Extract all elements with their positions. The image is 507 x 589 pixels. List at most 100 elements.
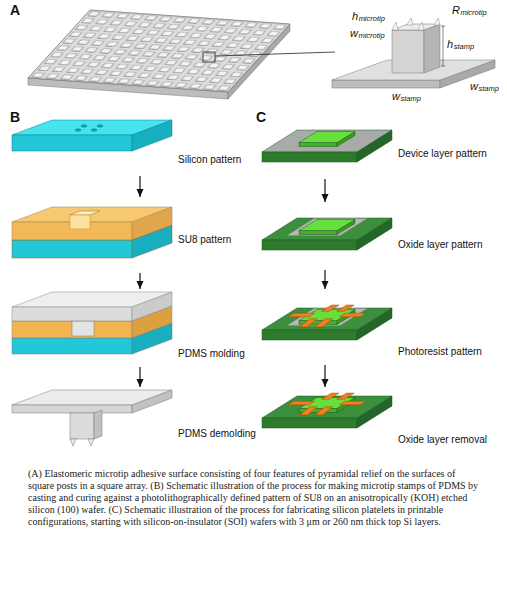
step-label: SU8 pattern <box>178 234 260 246</box>
dimension-subscript: stamp <box>400 95 420 103</box>
post-array-part <box>28 10 290 92</box>
dimension-subscript: microtip <box>358 32 384 40</box>
soi-released-part-part <box>322 393 339 399</box>
panel-letter: A <box>10 3 20 18</box>
su8-on-silicon-part <box>12 240 132 258</box>
soi-released-part-part <box>300 407 317 415</box>
figure-caption: (A) Elastomeric microtip adhesive surfac… <box>28 468 483 528</box>
soi-device-layer <box>262 130 392 162</box>
process-arrow <box>324 270 325 289</box>
process-step: PDMS molding <box>8 292 260 364</box>
step-label: PDMS molding <box>178 348 260 360</box>
soi-oxide-layer <box>262 218 392 250</box>
pdms-molding-part <box>12 338 132 354</box>
single-stamp-part <box>407 18 413 25</box>
dimension-symbol: w <box>392 90 400 102</box>
soi-released-part <box>262 418 357 428</box>
pdms-stamp-part <box>12 405 132 413</box>
silicon-wafer-part <box>91 129 97 131</box>
soi-device-layer-part <box>299 132 355 143</box>
single-stamp-part <box>392 24 440 30</box>
soi-photoresist-part-part <box>339 313 366 317</box>
process-arrow <box>324 365 325 387</box>
soi-oxide-layer-part <box>299 231 337 235</box>
soi-photoresist-part-part <box>315 319 332 327</box>
silicon-wafer-part <box>97 125 103 127</box>
process-step: Oxide layer pattern <box>258 205 503 267</box>
dimension-line-part <box>441 66 445 67</box>
step-label: Silicon pattern <box>178 154 260 166</box>
pdms-stamp-part <box>132 390 172 413</box>
soi-photoresist-part-part <box>300 319 317 327</box>
dimension-symbol: h <box>447 38 453 50</box>
soi-device-layer-part <box>262 152 357 162</box>
process-arrow <box>139 367 140 387</box>
dimension-symbol: w <box>470 80 478 92</box>
soi-oxide-layer-part <box>262 240 357 250</box>
process-step: Oxide layer removal <box>258 390 503 452</box>
soi-photoresist-part <box>357 308 392 340</box>
soi-device-layer-part <box>299 143 337 147</box>
zoom-marker-part <box>215 52 335 56</box>
su8-on-silicon-part <box>70 211 100 215</box>
single-stamp-part <box>392 22 398 30</box>
single-stamp <box>332 18 495 88</box>
soi-released <box>262 393 392 428</box>
dimension-subscript: stamp <box>454 43 474 51</box>
process-step: Device layer pattern <box>258 118 503 176</box>
process-step: SU8 pattern <box>8 200 260 270</box>
dimension-subscript: microtip <box>460 9 486 17</box>
pdms-stamp-part <box>70 413 94 439</box>
soi-oxide-layer-part <box>287 219 367 236</box>
soi-photoresist-part <box>288 305 366 327</box>
single-stamp-part <box>424 24 440 73</box>
step-label: Oxide layer pattern <box>398 239 503 251</box>
soi-oxide-layer-part <box>357 218 392 250</box>
process-arrow <box>139 273 140 289</box>
soi-oxide-layer-part <box>299 220 355 231</box>
zoom-marker <box>203 52 335 62</box>
pdms-stamp-part <box>70 439 76 446</box>
soi-device-layer-part <box>357 130 392 162</box>
pdms-molding <box>12 292 172 354</box>
pdms-molding-part <box>12 292 172 321</box>
single-stamp-part <box>392 30 424 73</box>
pdms-stamp-part <box>88 439 94 446</box>
soi-photoresist-part-part <box>337 305 354 311</box>
single-stamp-part <box>332 80 440 88</box>
panel-letter: B <box>10 110 20 125</box>
soi-released-part-part <box>337 393 354 399</box>
pdms-molding-part-part <box>12 307 132 321</box>
process-arrow <box>139 176 140 197</box>
process-step: PDMS demolding <box>8 390 260 452</box>
step-label: Photoresist pattern <box>398 346 503 358</box>
dimension-subscript: microtip <box>359 15 385 23</box>
pdms-molding-part <box>72 321 94 336</box>
soi-photoresist-part <box>262 330 357 340</box>
panel-letter: C <box>256 110 266 125</box>
su8-on-silicon-part <box>12 207 172 240</box>
zoom-marker-part <box>203 52 215 62</box>
silicon-wafer-part <box>81 125 87 127</box>
step-label: Device layer pattern <box>398 148 503 160</box>
pdms-stamp-part <box>94 410 102 439</box>
soi-released-part <box>288 393 366 415</box>
silicon-wafer-part <box>75 129 81 131</box>
pdms-molding-part-part <box>132 292 172 321</box>
step-label: Oxide layer removal <box>398 434 503 446</box>
silicon-wafer-part <box>132 120 172 151</box>
soi-released-part-part <box>315 407 332 415</box>
soi-photoresist-part-part <box>288 313 315 317</box>
dimension-symbol: w <box>350 27 358 39</box>
dimension-subscript: stamp <box>478 85 498 93</box>
step-label: PDMS demolding <box>178 428 260 440</box>
pdms-molding-part <box>12 321 132 338</box>
su8-on-silicon-part-part <box>132 207 172 240</box>
single-stamp-part <box>418 22 424 30</box>
soi-released-part-part <box>339 401 366 405</box>
silicon-wafer-part <box>12 135 132 151</box>
soi-photoresist <box>262 305 392 340</box>
soi-released-part <box>357 396 392 428</box>
pdms-stamp <box>12 390 172 446</box>
soi-photoresist-part-part <box>322 305 339 311</box>
